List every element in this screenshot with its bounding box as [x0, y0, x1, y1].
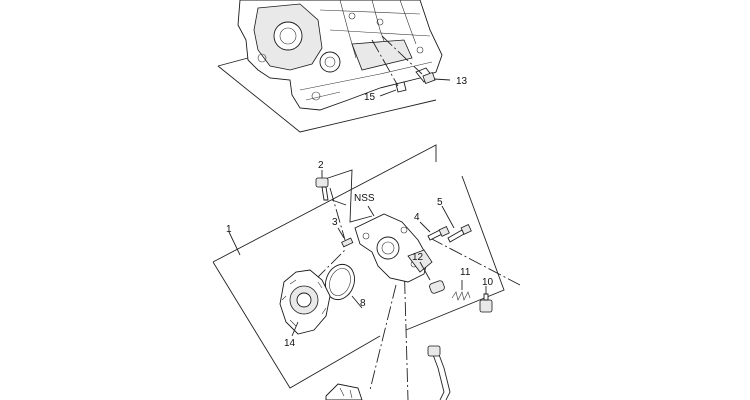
bolt-long	[441, 205, 472, 243]
relief-valve-plug	[479, 286, 493, 313]
strainer-bracket	[325, 383, 363, 400]
callout-13: 13	[456, 76, 468, 87]
callout-3: 3	[332, 217, 338, 228]
relief-valve-spring	[451, 280, 471, 301]
bolt-short	[419, 221, 450, 241]
callout-14: 14	[284, 338, 296, 349]
oil-pipe	[427, 345, 451, 400]
bolt	[315, 170, 329, 201]
callout-2: 2	[318, 160, 324, 171]
callout-11: 11	[460, 267, 471, 278]
plug	[379, 81, 407, 97]
oil-pump-body	[354, 205, 433, 283]
callout-1: 1	[226, 224, 232, 235]
dowel-pin	[337, 227, 354, 248]
relief-valve-plunger	[419, 261, 445, 294]
callout-8: 8	[360, 298, 366, 309]
callout-12: 12	[412, 252, 424, 263]
pump-rotor	[279, 269, 331, 337]
group-outline-pump	[212, 144, 505, 389]
o-ring	[325, 263, 363, 309]
engine-block	[237, 0, 443, 111]
callout-4: 4	[414, 212, 420, 223]
group-outline-upper	[217, 57, 437, 133]
callout-5: 5	[437, 197, 443, 208]
callout-10: 10	[482, 277, 494, 288]
callout-nss: NSS	[354, 193, 375, 204]
callout-15: 15	[364, 92, 376, 103]
